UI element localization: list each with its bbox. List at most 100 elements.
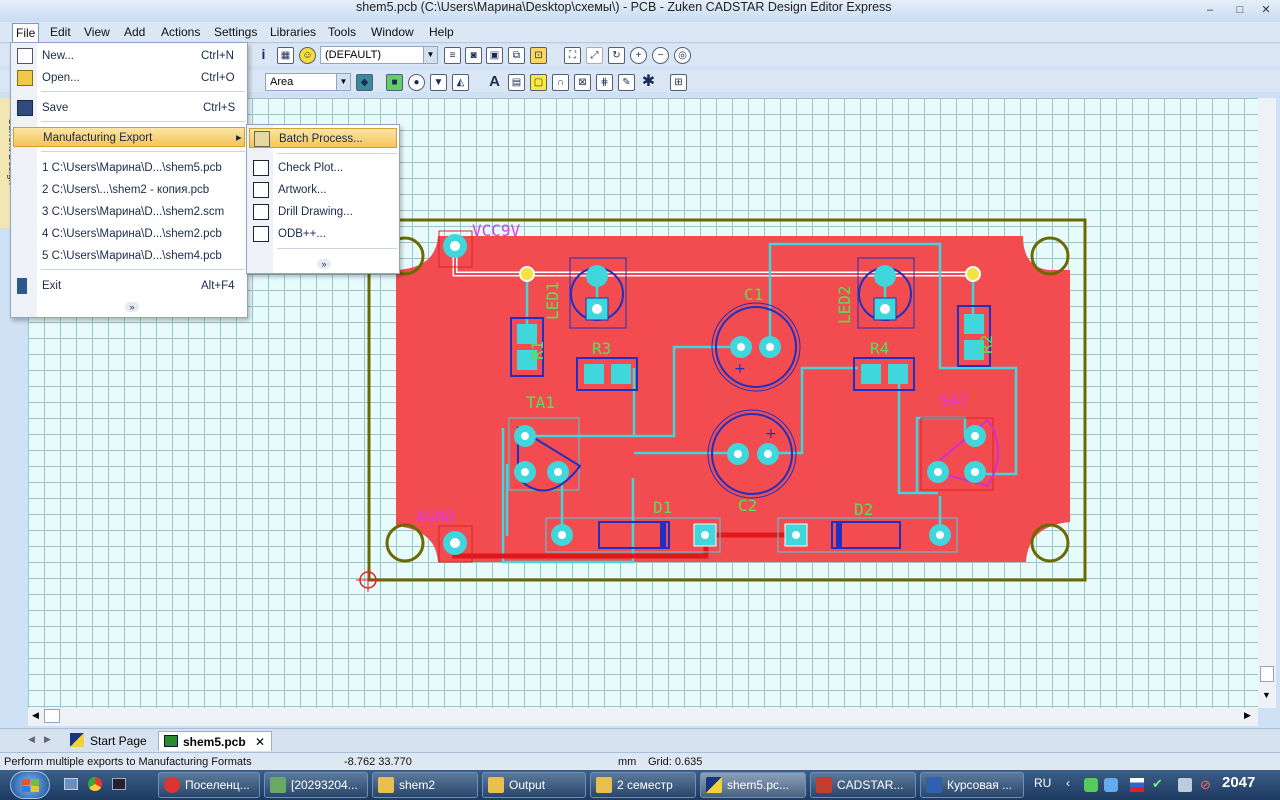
tray-flag-icon[interactable] <box>1130 778 1144 792</box>
taskbar-item-7[interactable]: Курсовая ... <box>920 772 1024 798</box>
tab-shem5-pcb[interactable]: shem5.pcb ✕ <box>158 731 272 751</box>
zoom-out-icon[interactable]: − <box>652 47 669 64</box>
taskbar-item-6[interactable]: CADSTAR... <box>810 772 916 798</box>
dimension-icon[interactable]: ◭ <box>452 74 469 91</box>
tray-expand-icon[interactable]: ‹ <box>1066 776 1070 790</box>
horizontal-scroll-thumb[interactable] <box>44 709 60 723</box>
menu-item-exit[interactable]: Exit Alt+F4 <box>11 276 247 296</box>
tab-start-page[interactable]: Start Page <box>66 731 148 751</box>
edit-icon[interactable]: ✎ <box>618 74 635 91</box>
menu-file[interactable]: File <box>12 23 40 43</box>
menu-item-artwork[interactable]: Artwork... <box>247 180 399 200</box>
select-combo[interactable]: Area▼ <box>265 73 351 91</box>
mounting-hole <box>385 523 425 563</box>
show-desktop-icon[interactable] <box>64 778 78 790</box>
menu-item-recent-3[interactable]: 3 C:\Users\Марина\D...\shem2.scm <box>11 202 247 222</box>
zoom-in-icon[interactable]: + <box>630 47 647 64</box>
scroll-left-icon[interactable]: ◀ <box>32 710 39 720</box>
net-icon[interactable]: ⋕ <box>596 74 613 91</box>
menu-expand-icon[interactable]: » <box>125 302 139 312</box>
menu-add[interactable]: Add <box>124 25 146 39</box>
menu-tools[interactable]: Tools <box>328 25 357 39</box>
tray-check-icon[interactable]: ✔ <box>1152 776 1163 791</box>
clock[interactable]: 2047 <box>1222 774 1256 791</box>
copy-icon[interactable]: ⧉ <box>508 47 525 64</box>
taskbar-item-4[interactable]: 2 семестр <box>590 772 696 798</box>
taskbar-item-1[interactable]: [20293204... <box>264 772 368 798</box>
text-icon[interactable]: A <box>489 73 500 90</box>
tray-security-icon[interactable] <box>1084 778 1098 792</box>
label-led1: LED1 <box>543 281 562 320</box>
board-icon[interactable]: ▣ <box>486 47 503 64</box>
tray-volume-icon[interactable]: ⊘ <box>1200 777 1211 792</box>
chevron-down-icon[interactable]: ▼ <box>423 47 437 63</box>
pour-icon[interactable]: ▢ <box>530 74 547 91</box>
zoom-area-icon[interactable]: ◎ <box>674 47 691 64</box>
menu-item-open[interactable]: Open... Ctrl+O <box>11 68 247 88</box>
rectangle-icon[interactable]: ■ <box>386 74 403 91</box>
grid-table-icon[interactable]: ▦ <box>277 47 294 64</box>
language-indicator[interactable]: RU <box>1034 776 1052 790</box>
menu-view[interactable]: View <box>84 25 110 39</box>
tray-network-icon[interactable] <box>1178 778 1192 792</box>
circle-icon[interactable]: ● <box>408 74 425 91</box>
menu-actions[interactable]: Actions <box>161 25 201 39</box>
menu-libraries[interactable]: Libraries <box>270 25 317 39</box>
scroll-down-icon[interactable]: ▼ <box>1262 690 1271 700</box>
minimize-button[interactable]: – <box>1206 4 1214 16</box>
view-icon[interactable]: ◙ <box>465 47 482 64</box>
menu-item-drill-drawing[interactable]: Drill Drawing... <box>247 202 399 222</box>
taskbar-item-2[interactable]: shem2 <box>372 772 478 798</box>
copper-icon[interactable]: ▤ <box>508 74 525 91</box>
layer-combo[interactable]: (DEFAULT)▼ <box>320 46 438 64</box>
horizontal-scrollbar[interactable]: ◀ ▶ <box>28 708 1258 726</box>
zoom-window-icon[interactable]: ⤢ <box>586 47 603 64</box>
asterisk-icon[interactable]: ✱ <box>641 73 656 90</box>
smiley-icon[interactable]: ☺ <box>299 47 316 64</box>
component-icon[interactable]: ◆ <box>356 74 373 91</box>
route-icon[interactable]: ∩ <box>552 74 569 91</box>
explorer-icon[interactable] <box>112 778 126 790</box>
menu-item-recent-2[interactable]: 2 C:\Users\...\shem2 - копия.pcb <box>11 180 247 200</box>
chrome-icon[interactable] <box>88 777 102 791</box>
chevron-down-icon[interactable]: ▼ <box>336 74 350 90</box>
shape-icon[interactable]: ▼ <box>430 74 447 91</box>
start-button[interactable] <box>10 771 50 799</box>
menu-item-odb[interactable]: ODB++... <box>247 224 399 244</box>
svg-text:+: + <box>765 426 777 442</box>
redraw-icon[interactable]: ↻ <box>608 47 625 64</box>
highlight-icon[interactable]: ⊡ <box>530 47 547 64</box>
submenu-expand-icon[interactable]: » <box>317 259 331 269</box>
info-icon[interactable]: i <box>261 46 266 62</box>
menu-item-recent-4[interactable]: 4 C:\Users\Марина\D...\shem2.pcb <box>11 224 247 244</box>
pcb-drawing[interactable]: + + VCC9V AGND LED1 LED2 R1 R2 R3 R4 C1 … <box>28 98 1258 708</box>
vertical-scroll-thumb[interactable] <box>1260 666 1274 682</box>
close-button[interactable]: ✕ <box>1261 4 1271 16</box>
layers-icon[interactable]: ≡ <box>444 47 461 64</box>
menu-window[interactable]: Window <box>371 25 414 39</box>
menu-item-new[interactable]: New... Ctrl+N <box>11 46 247 66</box>
menu-item-recent-1[interactable]: 1 C:\Users\Марина\D...\shem5.pcb <box>11 158 247 178</box>
taskbar-item-3[interactable]: Output <box>482 772 586 798</box>
menu-item-save[interactable]: Save Ctrl+S <box>11 98 247 118</box>
drc-icon[interactable]: ⊞ <box>670 74 687 91</box>
tab-scroll-left-icon[interactable]: ◀ <box>28 734 35 744</box>
vertical-scrollbar[interactable]: ▼ <box>1258 98 1276 708</box>
tray-app-icon[interactable] <box>1104 778 1118 792</box>
menu-item-recent-5[interactable]: 5 C:\Users\Марина\D...\shem4.pcb <box>11 246 247 266</box>
close-tab-icon[interactable]: ✕ <box>255 735 266 749</box>
menu-item-batch-process[interactable]: Batch Process... <box>249 128 397 148</box>
scroll-right-icon[interactable]: ▶ <box>1244 710 1251 720</box>
menu-item-manufacturing-export[interactable]: Manufacturing Export ▸ <box>13 127 245 147</box>
menu-settings[interactable]: Settings <box>214 25 258 39</box>
zoom-fit-icon[interactable]: ⛶ <box>564 47 581 64</box>
c1: + <box>711 302 801 392</box>
menu-help[interactable]: Help <box>429 25 454 39</box>
taskbar-item-0[interactable]: Поселенц... <box>158 772 260 798</box>
maximize-button[interactable]: □ <box>1236 4 1244 16</box>
tab-scroll-right-icon[interactable]: ▶ <box>44 734 51 744</box>
taskbar-item-5[interactable]: shem5.pc... <box>700 772 806 798</box>
menu-item-check-plot[interactable]: Check Plot... <box>247 158 399 178</box>
menu-edit[interactable]: Edit <box>50 25 71 39</box>
via-icon[interactable]: ⊠ <box>574 74 591 91</box>
